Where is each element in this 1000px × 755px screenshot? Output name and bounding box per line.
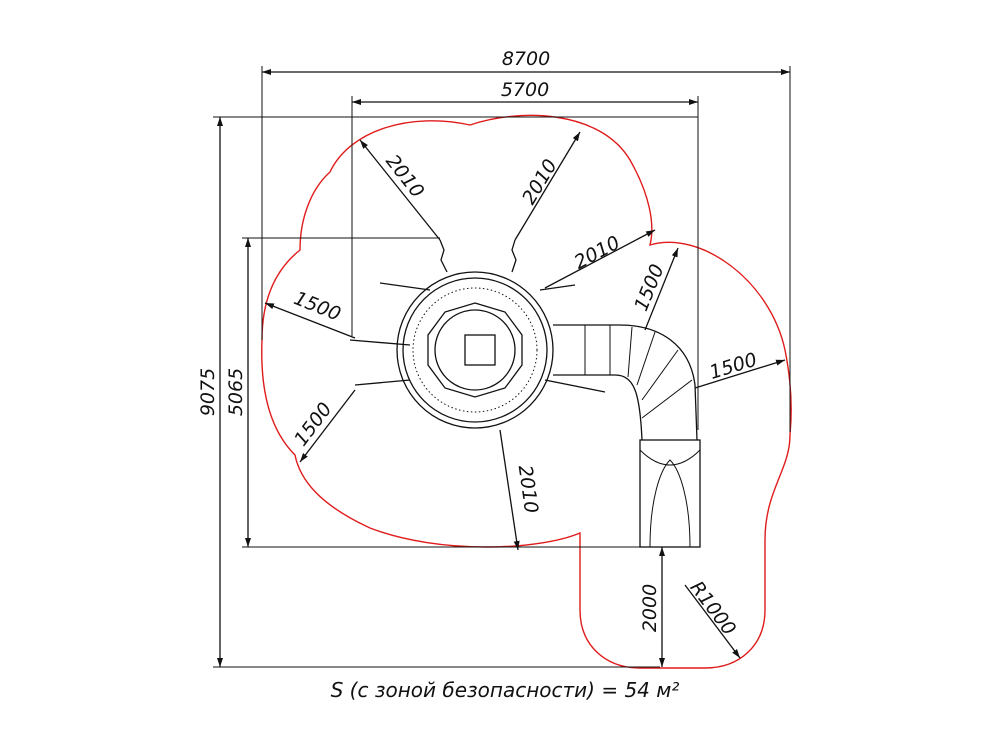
play-tower: [349, 239, 606, 429]
dim-radial-bottom: 2010: [514, 464, 543, 515]
dim-overall-height: 9075: [197, 368, 219, 416]
slide: [553, 324, 701, 548]
dim-left-top: 1500: [291, 287, 344, 326]
dim-slide-exit: 2000: [639, 584, 661, 632]
dim-radial-top: 2010: [518, 156, 562, 209]
dim-equipment-height: 5065: [225, 368, 247, 416]
dim-radial-right-top: 2010: [571, 232, 624, 274]
dim-overall-width: 8700: [502, 48, 550, 70]
safety-zone-outline: [261, 114, 792, 669]
dim-equipment-width: 5700: [501, 79, 549, 101]
dim-slide-top: 1500: [630, 261, 669, 314]
dim-slide-radius: R1000: [685, 577, 740, 639]
area-caption: S (с зоной безопасности) = 54 м²: [331, 678, 680, 702]
dimension-lines: [213, 66, 791, 668]
dim-slide-right: 1500: [707, 349, 760, 384]
